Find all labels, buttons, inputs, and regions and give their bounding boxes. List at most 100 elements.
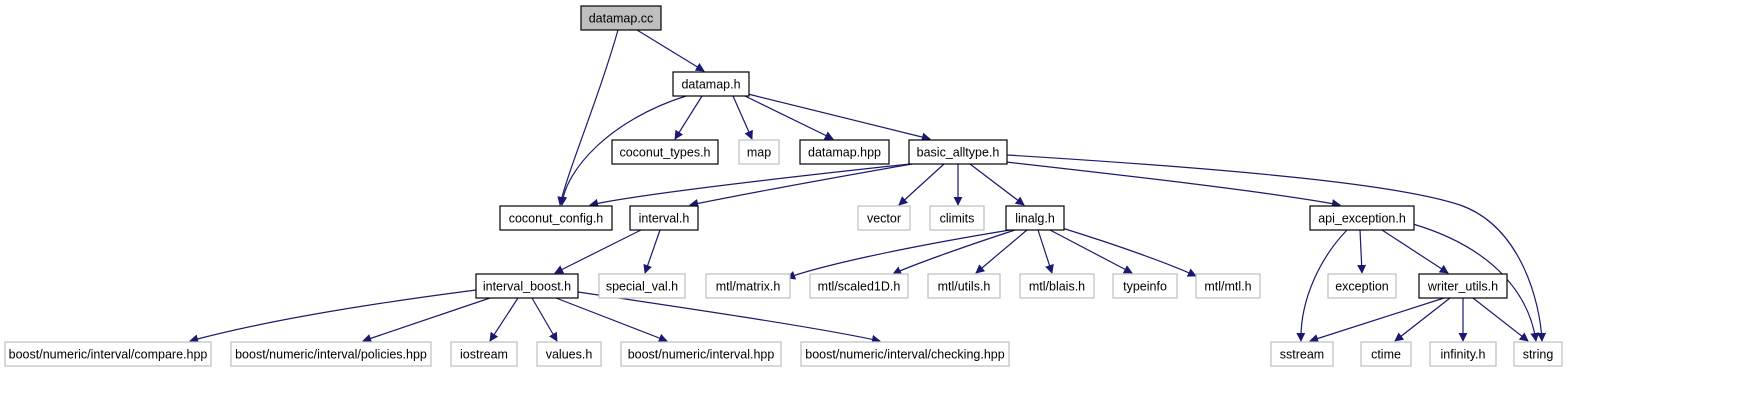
node-box	[475, 273, 579, 299]
node-label: datamap.h	[681, 78, 740, 92]
node-label: mtl/utils.h	[938, 280, 991, 294]
edge-datamap_h-to-map	[732, 95, 753, 140]
edge-datamap_h-to-coconut_types_h	[674, 95, 703, 140]
edge-basic_alltype_h-to-string	[1006, 154, 1547, 342]
edge-interval_boost_h-to-iostream	[489, 297, 519, 342]
node-interval_h[interactable]: interval.h	[629, 205, 699, 231]
node-label: string	[1523, 348, 1554, 362]
node-string: string	[1513, 341, 1563, 367]
node-box	[809, 273, 909, 299]
node-mtl_mtl_h: mtl/mtl.h	[1195, 273, 1261, 299]
node-label: mtl/blais.h	[1029, 280, 1085, 294]
node-datamap_hpp[interactable]: datamap.hpp	[799, 139, 890, 165]
node-box	[1418, 273, 1508, 299]
node-box	[672, 71, 750, 97]
node-box	[598, 273, 686, 299]
node-box	[620, 341, 782, 367]
edge-writer_utils_h-to-string	[1472, 297, 1529, 342]
edges-layer	[189, 29, 1547, 344]
node-label: coconut_types.h	[619, 146, 710, 160]
node-label: boost/numeric/interval.hpp	[628, 348, 775, 362]
edge-api_exception_h-to-exception	[1357, 229, 1367, 274]
edge-basic_alltype_h-to-interval_h	[689, 163, 913, 208]
node-bn_interval_hpp: boost/numeric/interval.hpp	[620, 341, 782, 367]
edge-datamap_h-to-datamap_hpp	[744, 95, 834, 140]
edge-basic_alltype_h-to-vector	[898, 163, 945, 206]
node-linalg_h[interactable]: linalg.h	[1005, 205, 1065, 231]
node-datamap_h[interactable]: datamap.h	[672, 71, 750, 97]
node-box	[1513, 341, 1563, 367]
edge-interval_h-to-interval_boost_h	[554, 229, 642, 274]
node-label: coconut_config.h	[509, 212, 604, 226]
node-label: mtl/mtl.h	[1204, 280, 1251, 294]
node-box	[4, 341, 212, 367]
node-typeinfo: typeinfo	[1112, 273, 1178, 299]
edge-linalg_h-to-typeinfo	[1049, 229, 1133, 274]
edge-basic_alltype_h-to-linalg_h	[969, 163, 1025, 206]
node-values_h: values.h	[536, 341, 602, 367]
node-writer_utils_h[interactable]: writer_utils.h	[1418, 273, 1508, 299]
node-mtl_blais_h: mtl/blais.h	[1019, 273, 1095, 299]
edge-interval_h-to-special_val_h	[643, 229, 661, 274]
node-mtl_scaled1d_h: mtl/scaled1D.h	[809, 273, 909, 299]
node-box	[1005, 205, 1065, 231]
node-box	[230, 341, 432, 367]
node-box	[450, 341, 518, 367]
edge-interval_boost_h-to-bn_interval_hpp	[555, 297, 668, 343]
node-box	[1309, 205, 1415, 231]
node-label: values.h	[546, 348, 593, 362]
node-box	[1327, 273, 1397, 299]
node-box	[1360, 341, 1412, 367]
node-iostream: iostream	[450, 341, 518, 367]
node-mtl_matrix_h: mtl/matrix.h	[705, 273, 791, 299]
node-bni_policies_hpp: boost/numeric/interval/policies.hpp	[230, 341, 432, 367]
node-label: iostream	[460, 348, 508, 362]
node-box	[857, 205, 911, 231]
node-label: sstream	[1280, 348, 1324, 362]
node-sstream: sstream	[1270, 341, 1334, 367]
edge-basic_alltype_h-to-api_exception_h	[1005, 161, 1341, 208]
node-coconut_types_h[interactable]: coconut_types.h	[611, 139, 719, 165]
node-special_val_h: special_val.h	[598, 273, 686, 299]
edge-interval_boost_h-to-bni_compare_hpp	[189, 289, 477, 344]
node-label: interval_boost.h	[483, 280, 571, 294]
node-label: boost/numeric/interval/compare.hpp	[9, 348, 208, 362]
node-ctime: ctime	[1360, 341, 1412, 367]
node-box	[499, 205, 613, 231]
node-box	[1195, 273, 1261, 299]
edge-linalg_h-to-mtl_scaled1d_h	[892, 229, 1016, 275]
node-climits: climits	[929, 205, 985, 231]
node-basic_alltype_h[interactable]: basic_alltype.h	[908, 139, 1008, 165]
node-bni_checking_hpp: boost/numeric/interval/checking.hpp	[800, 341, 1010, 367]
edge-interval_boost_h-to-bni_checking_hpp	[577, 291, 881, 344]
node-infinity_h: infinity.h	[1429, 341, 1497, 367]
edge-writer_utils_h-to-sstream	[1309, 297, 1445, 343]
node-box	[929, 205, 985, 231]
edge-datamap_h-to-basic_alltype_h	[747, 93, 931, 142]
node-label: map	[747, 146, 771, 160]
edge-datamap_h-to-coconut_config_h	[558, 95, 687, 206]
node-label: mtl/scaled1D.h	[818, 280, 901, 294]
node-mtl_utils_h: mtl/utils.h	[927, 273, 1001, 299]
node-box	[927, 273, 1001, 299]
edge-api_exception_h-to-writer_utils_h	[1381, 229, 1449, 274]
node-box	[799, 139, 890, 165]
node-coconut_config_h[interactable]: coconut_config.h	[499, 205, 613, 231]
node-map: map	[738, 139, 780, 165]
edge-interval_boost_h-to-values_h	[531, 297, 558, 342]
node-label: datamap.hpp	[808, 146, 881, 160]
node-box	[1429, 341, 1497, 367]
node-box	[611, 139, 719, 165]
node-box	[738, 139, 780, 165]
node-datamap_cc[interactable]: datamap.cc	[580, 5, 662, 31]
node-box	[629, 205, 699, 231]
node-label: boost/numeric/interval/checking.hpp	[805, 348, 1004, 362]
node-box	[1019, 273, 1095, 299]
node-interval_boost_h[interactable]: interval_boost.h	[475, 273, 579, 299]
node-label: datamap.cc	[589, 12, 654, 26]
node-api_exception_h[interactable]: api_exception.h	[1309, 205, 1415, 231]
edge-writer_utils_h-to-ctime	[1394, 297, 1451, 342]
node-label: climits	[940, 212, 975, 226]
edge-linalg_h-to-mtl_blais_h	[1037, 229, 1054, 274]
